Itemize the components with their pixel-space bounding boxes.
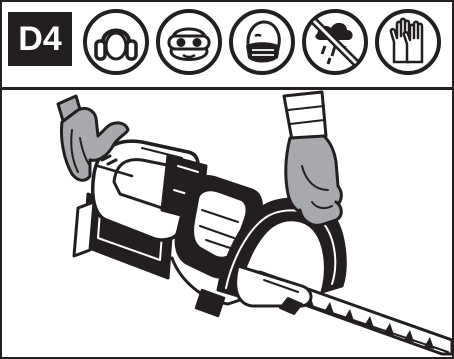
no-rain-icon	[301, 8, 369, 76]
hedge-trimmer-illustration	[2, 90, 452, 357]
safety-goggles-icon	[155, 8, 223, 76]
protective-gloves-icon	[374, 8, 442, 76]
panel-header: D4	[2, 2, 452, 90]
dust-mask-icon	[228, 8, 296, 76]
gear-head	[236, 266, 311, 314]
step-label: D4	[8, 12, 72, 66]
safety-icons-row	[82, 8, 442, 76]
right-gloved-hand	[284, 92, 341, 225]
hearing-protection-icon	[82, 8, 150, 76]
